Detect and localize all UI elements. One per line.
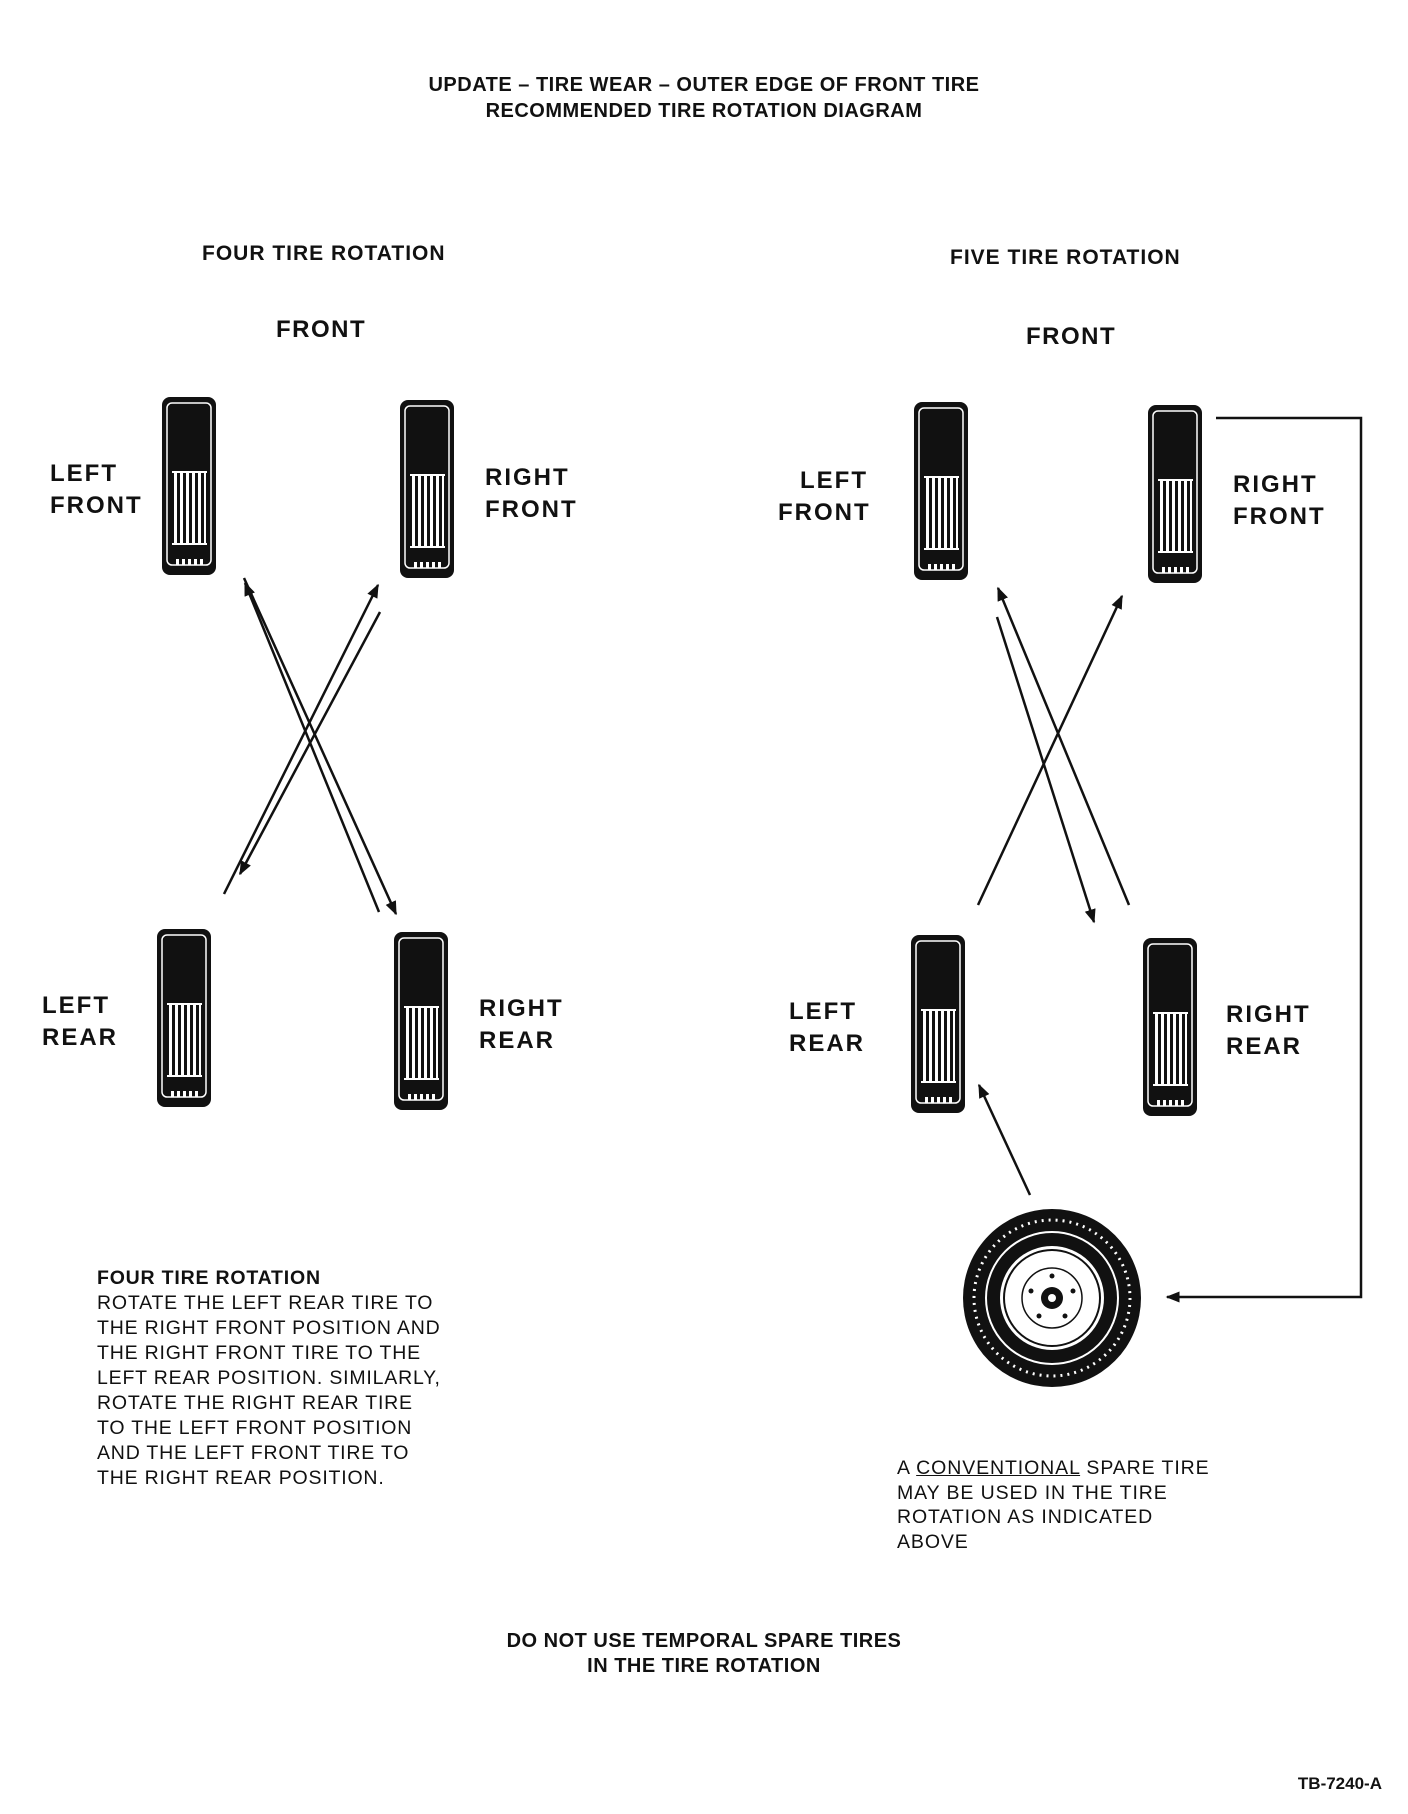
five-arrow-rf-to-spare [1165,416,1363,1303]
four-left-front-label: LEFT FRONT [50,460,143,519]
five-arrow-lf-to-rr [995,616,1096,924]
five-tire-section-title: FIVE TIRE ROTATION [950,246,1181,269]
warning-line-1: DO NOT USE TEMPORAL SPARE TIRES [506,1630,902,1652]
warning-line-2: IN THE TIRE ROTATION [587,1655,821,1677]
five-left-front-tire-icon [913,401,969,581]
note-line1-rest: SPARE TIRE [1080,1457,1210,1479]
four-left-rear-label: LEFT REAR [42,992,119,1051]
five-left-rear-label: LEFT REAR [789,998,866,1057]
title-line-1: UPDATE – TIRE WEAR – OUTER EDGE OF FRONT… [428,74,980,96]
four-left-front-tire-icon [161,396,217,576]
instructions-body: ROTATE THE LEFT REAR TIRE TO THE RIGHT F… [97,1292,441,1489]
four-tire-section-title: FOUR TIRE ROTATION [202,242,446,265]
five-right-front-label: RIGHT FRONT [1233,471,1326,530]
note-underlined-word: CONVENTIONAL [916,1457,1081,1479]
five-arrow-lr-to-rf [976,594,1124,906]
five-arrow-rr-to-lf [996,586,1131,906]
four-tire-instructions: FOUR TIRE ROTATION ROTATE THE LEFT REAR … [97,1266,441,1491]
spare-tire-note: A CONVENTIONAL SPARE TIRE MAY BE USED IN… [897,1456,1210,1554]
spare-wheel-icon [963,1209,1141,1387]
five-arrow-spare-to-lr [977,1083,1032,1196]
title-line-2: RECOMMENDED TIRE ROTATION DIAGRAM [485,100,923,122]
four-arrow-lf-to-rr [243,581,381,913]
five-right-front-tire-icon [1147,404,1203,584]
four-arrow-rr-to-lf [242,577,398,916]
note-rest-lines: MAY BE USED IN THE TIRE ROTATION AS INDI… [897,1481,1168,1553]
four-right-front-tire-icon [399,399,455,579]
four-right-front-label: RIGHT FRONT [485,464,578,523]
four-right-rear-label: RIGHT REAR [479,995,564,1054]
instructions-heading: FOUR TIRE ROTATION [97,1267,321,1289]
four-left-rear-tire-icon [156,928,212,1108]
five-tire-front-label: FRONT [1026,323,1117,350]
four-arrow-lr-to-rf [222,583,380,895]
five-right-rear-label: RIGHT REAR [1226,1001,1311,1060]
five-left-front-label: LEFT FRONT [778,467,871,526]
four-tire-front-label: FRONT [276,316,367,343]
note-prefix: A [897,1457,917,1479]
four-right-rear-tire-icon [393,931,449,1111]
five-left-rear-tire-icon [910,934,966,1114]
document-code: TB-7240-A [1297,1774,1382,1793]
five-right-rear-tire-icon [1142,937,1198,1117]
